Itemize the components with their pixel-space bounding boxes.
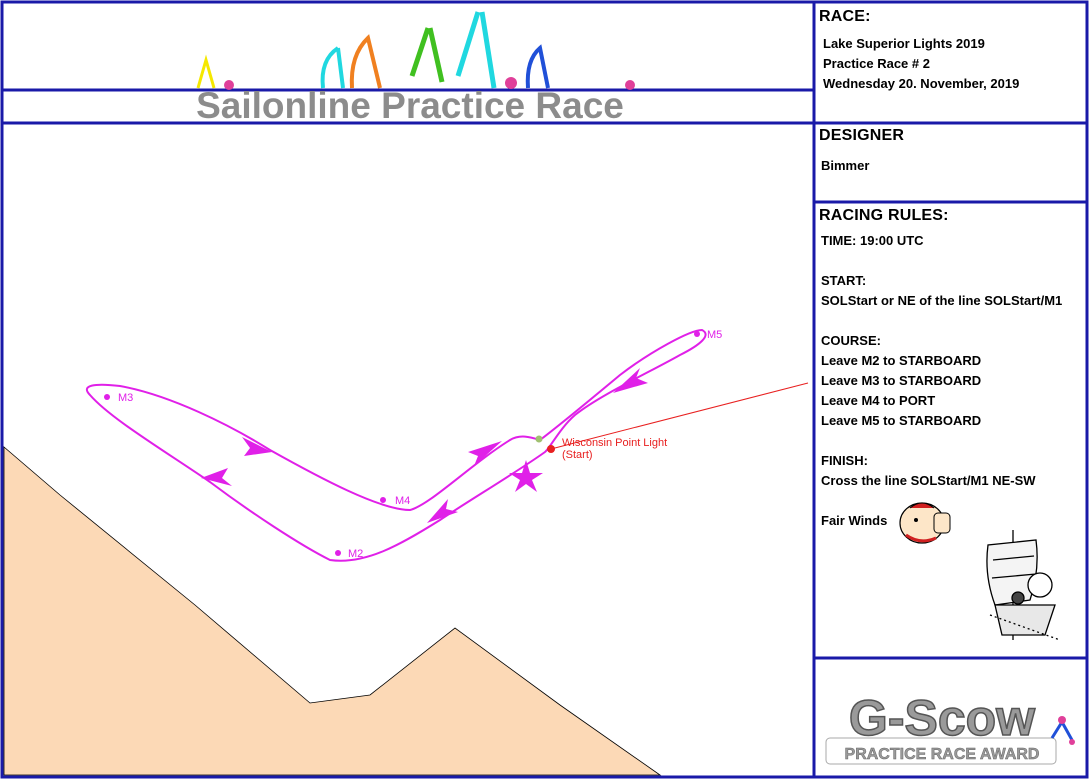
race-info: Lake Superior Lights 2019 Practice Race … xyxy=(823,34,1019,94)
land-area xyxy=(3,446,662,776)
start-line xyxy=(550,382,809,450)
svg-text:PRACTICE RACE AWARD: PRACTICE RACE AWARD xyxy=(845,746,1040,763)
svg-text:M2: M2 xyxy=(348,548,363,560)
thumbs-up-cartoon-icon xyxy=(899,502,951,544)
route-arrow xyxy=(613,368,648,393)
svg-text:G-Scow: G-Scow xyxy=(849,690,1035,746)
start-point xyxy=(547,445,555,453)
rules-line: FINISH: xyxy=(821,453,868,468)
start-buoy xyxy=(535,435,543,443)
mark-m4: M4 xyxy=(380,495,410,507)
route-path xyxy=(85,328,707,562)
svg-text:M4: M4 xyxy=(395,495,410,507)
sailor-boat-cartoon-icon xyxy=(986,530,1061,641)
route-arrow xyxy=(201,468,232,486)
rules-line: Leave M2 to STARBOARD xyxy=(821,353,982,368)
mark-m2: M2 xyxy=(335,548,363,560)
route-arrow xyxy=(242,437,272,456)
rules-line: COURSE: xyxy=(821,333,881,348)
start-star-icon xyxy=(509,460,543,492)
race-name: Lake Superior Lights 2019 xyxy=(823,36,985,51)
rules-heading: RACING RULES: xyxy=(819,207,949,224)
race-date: Wednesday 20. November, 2019 xyxy=(823,76,1020,91)
rules-line xyxy=(821,251,1062,271)
mark-m3: M3 xyxy=(104,392,133,404)
rules-list: TIME: 19:00 UTC START: SOLStart or NE of… xyxy=(821,231,1062,531)
mark-m5: M5 xyxy=(694,329,722,341)
svg-text:M3: M3 xyxy=(118,392,133,404)
route-arrow xyxy=(427,499,458,523)
route-arrow xyxy=(468,441,502,466)
rules-line: Fair Winds xyxy=(821,513,888,528)
rules-line xyxy=(821,431,1062,451)
start-label: Wisconsin Point Light xyxy=(562,437,667,449)
banner-title: Sailonline Practice Race xyxy=(196,85,624,126)
rules-line: SOLStart or NE of the line SOLStart/M1 xyxy=(821,293,1063,308)
sailonline-logo: Sailonline Practice Race xyxy=(2,11,814,126)
rules-line: Cross the line SOLStart/M1 NE-SW xyxy=(821,473,1036,488)
rules-line: Leave M4 to PORT xyxy=(821,393,936,408)
rules-line xyxy=(821,491,1062,511)
rules-line: START: xyxy=(821,273,867,288)
rules-line: Leave M5 to STARBOARD xyxy=(821,413,982,428)
start-label-sub: (Start) xyxy=(562,449,593,461)
svg-text:M5: M5 xyxy=(707,329,722,341)
race-heading: RACE: xyxy=(819,8,871,25)
rules-line: Leave M3 to STARBOARD xyxy=(821,373,982,388)
designer-heading: DESIGNER xyxy=(819,127,905,144)
rules-line xyxy=(821,311,1062,331)
gscow-award-logo: G-Scow PRACTICE RACE AWARD xyxy=(825,689,1075,765)
race-number: Practice Race # 2 xyxy=(823,56,930,71)
rules-line: TIME: 19:00 UTC xyxy=(821,233,924,248)
designer-name: Bimmer xyxy=(821,158,870,173)
